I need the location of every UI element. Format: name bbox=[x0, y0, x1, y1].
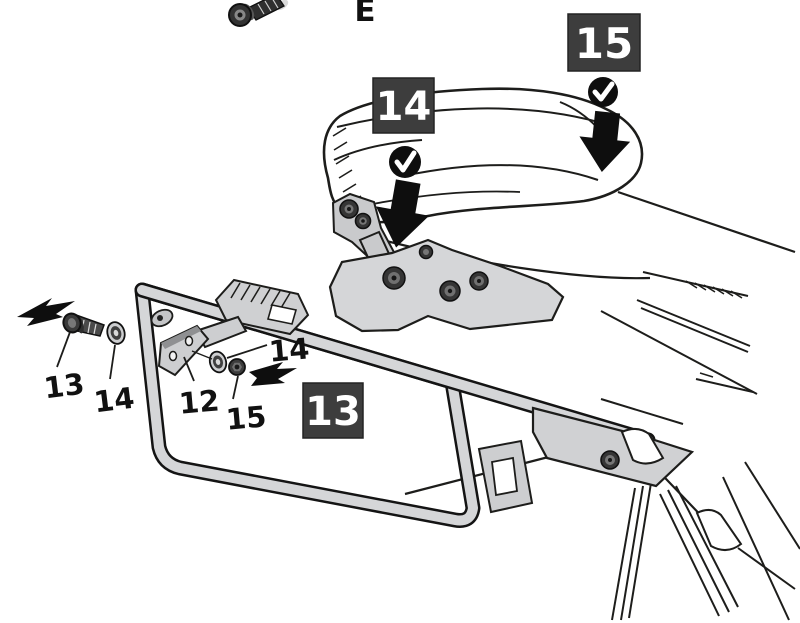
bracket-bolt bbox=[339, 199, 359, 219]
part-label-12: 12 bbox=[178, 383, 221, 420]
seat-crease-line bbox=[402, 164, 599, 181]
step-badge-13-number: 13 bbox=[305, 389, 361, 435]
step-badge-13 bbox=[302, 382, 364, 439]
down-arrow-icon bbox=[579, 110, 631, 172]
step-13-callout: 13 bbox=[302, 382, 364, 439]
bolt-socket bbox=[67, 318, 77, 328]
leader-14-left bbox=[109, 344, 116, 380]
leader-lines bbox=[56, 331, 268, 400]
check-icon bbox=[389, 146, 421, 178]
tail-panel-line bbox=[636, 299, 751, 347]
part-labels: 13 14 12 15 14 bbox=[42, 331, 311, 436]
tab-hole bbox=[168, 350, 178, 362]
frame-stays bbox=[611, 461, 800, 621]
step-badge-15 bbox=[567, 13, 641, 72]
tail-panel-line bbox=[640, 307, 749, 353]
plate-bolt bbox=[418, 244, 434, 260]
leader-15 bbox=[232, 375, 239, 400]
callout-letter-e: E bbox=[354, 0, 375, 29]
case-hook-plate bbox=[477, 439, 534, 514]
part-label-13: 13 bbox=[42, 367, 86, 406]
tail-hatch-marks bbox=[685, 280, 743, 299]
seat-lower-crease bbox=[351, 190, 521, 209]
hardware-mid bbox=[208, 350, 297, 386]
tail-vent-tick bbox=[699, 372, 714, 378]
step-14-callout: 14 bbox=[372, 77, 435, 248]
washer-14-left bbox=[106, 321, 126, 345]
seat-contour-line bbox=[333, 139, 423, 161]
step-badge-15-number: 15 bbox=[575, 19, 633, 68]
main-mount-plate bbox=[328, 238, 565, 333]
screw-callout: E bbox=[228, 0, 376, 29]
plate-bolt bbox=[439, 280, 461, 302]
part-label-15: 15 bbox=[225, 399, 268, 436]
check-icon bbox=[588, 77, 618, 107]
part-label-14-left: 14 bbox=[92, 381, 136, 420]
nut-15 bbox=[228, 358, 246, 376]
step-15-callout: 15 bbox=[567, 13, 641, 172]
tail-panel-line bbox=[600, 398, 684, 425]
direction-arrow-icon bbox=[249, 362, 297, 386]
plate-bolt bbox=[469, 271, 489, 291]
flange-bolt-13 bbox=[62, 312, 105, 337]
mount-tab-12 bbox=[157, 315, 248, 377]
part-label-14-mid: 14 bbox=[268, 331, 311, 368]
frame-weld-ear bbox=[150, 308, 174, 328]
screw-icon bbox=[228, 0, 285, 27]
leader-axis bbox=[191, 350, 213, 360]
leader-12 bbox=[183, 356, 195, 382]
clamp-slot bbox=[266, 304, 298, 325]
plate-bolt bbox=[382, 266, 406, 290]
leader-13 bbox=[56, 331, 71, 368]
rear-mount-bolt bbox=[600, 450, 620, 470]
bracket-bolt bbox=[354, 212, 372, 230]
step-badge-14 bbox=[372, 77, 435, 134]
carrier-loop-tube bbox=[137, 285, 478, 526]
clamp-hatch-marks bbox=[230, 282, 291, 309]
tail-top-edge bbox=[617, 190, 796, 254]
down-arrow-icon bbox=[375, 179, 430, 248]
turn-signal-lens bbox=[695, 509, 743, 551]
hardware-left bbox=[17, 298, 126, 345]
tail-vent-line bbox=[695, 378, 754, 393]
leader-14-mid bbox=[226, 344, 268, 359]
direction-arrow-icon bbox=[17, 298, 75, 326]
rear-mount-arm bbox=[531, 406, 695, 488]
screw-threads bbox=[257, 0, 279, 15]
tab-hole bbox=[184, 335, 194, 347]
step-badge-14-number: 14 bbox=[376, 84, 432, 130]
turn-signal-lens bbox=[620, 428, 665, 465]
tail-panel-line bbox=[600, 310, 758, 395]
washer-14-mid bbox=[208, 350, 228, 374]
hook-square-hole bbox=[491, 456, 518, 497]
tab-edge bbox=[161, 326, 201, 349]
